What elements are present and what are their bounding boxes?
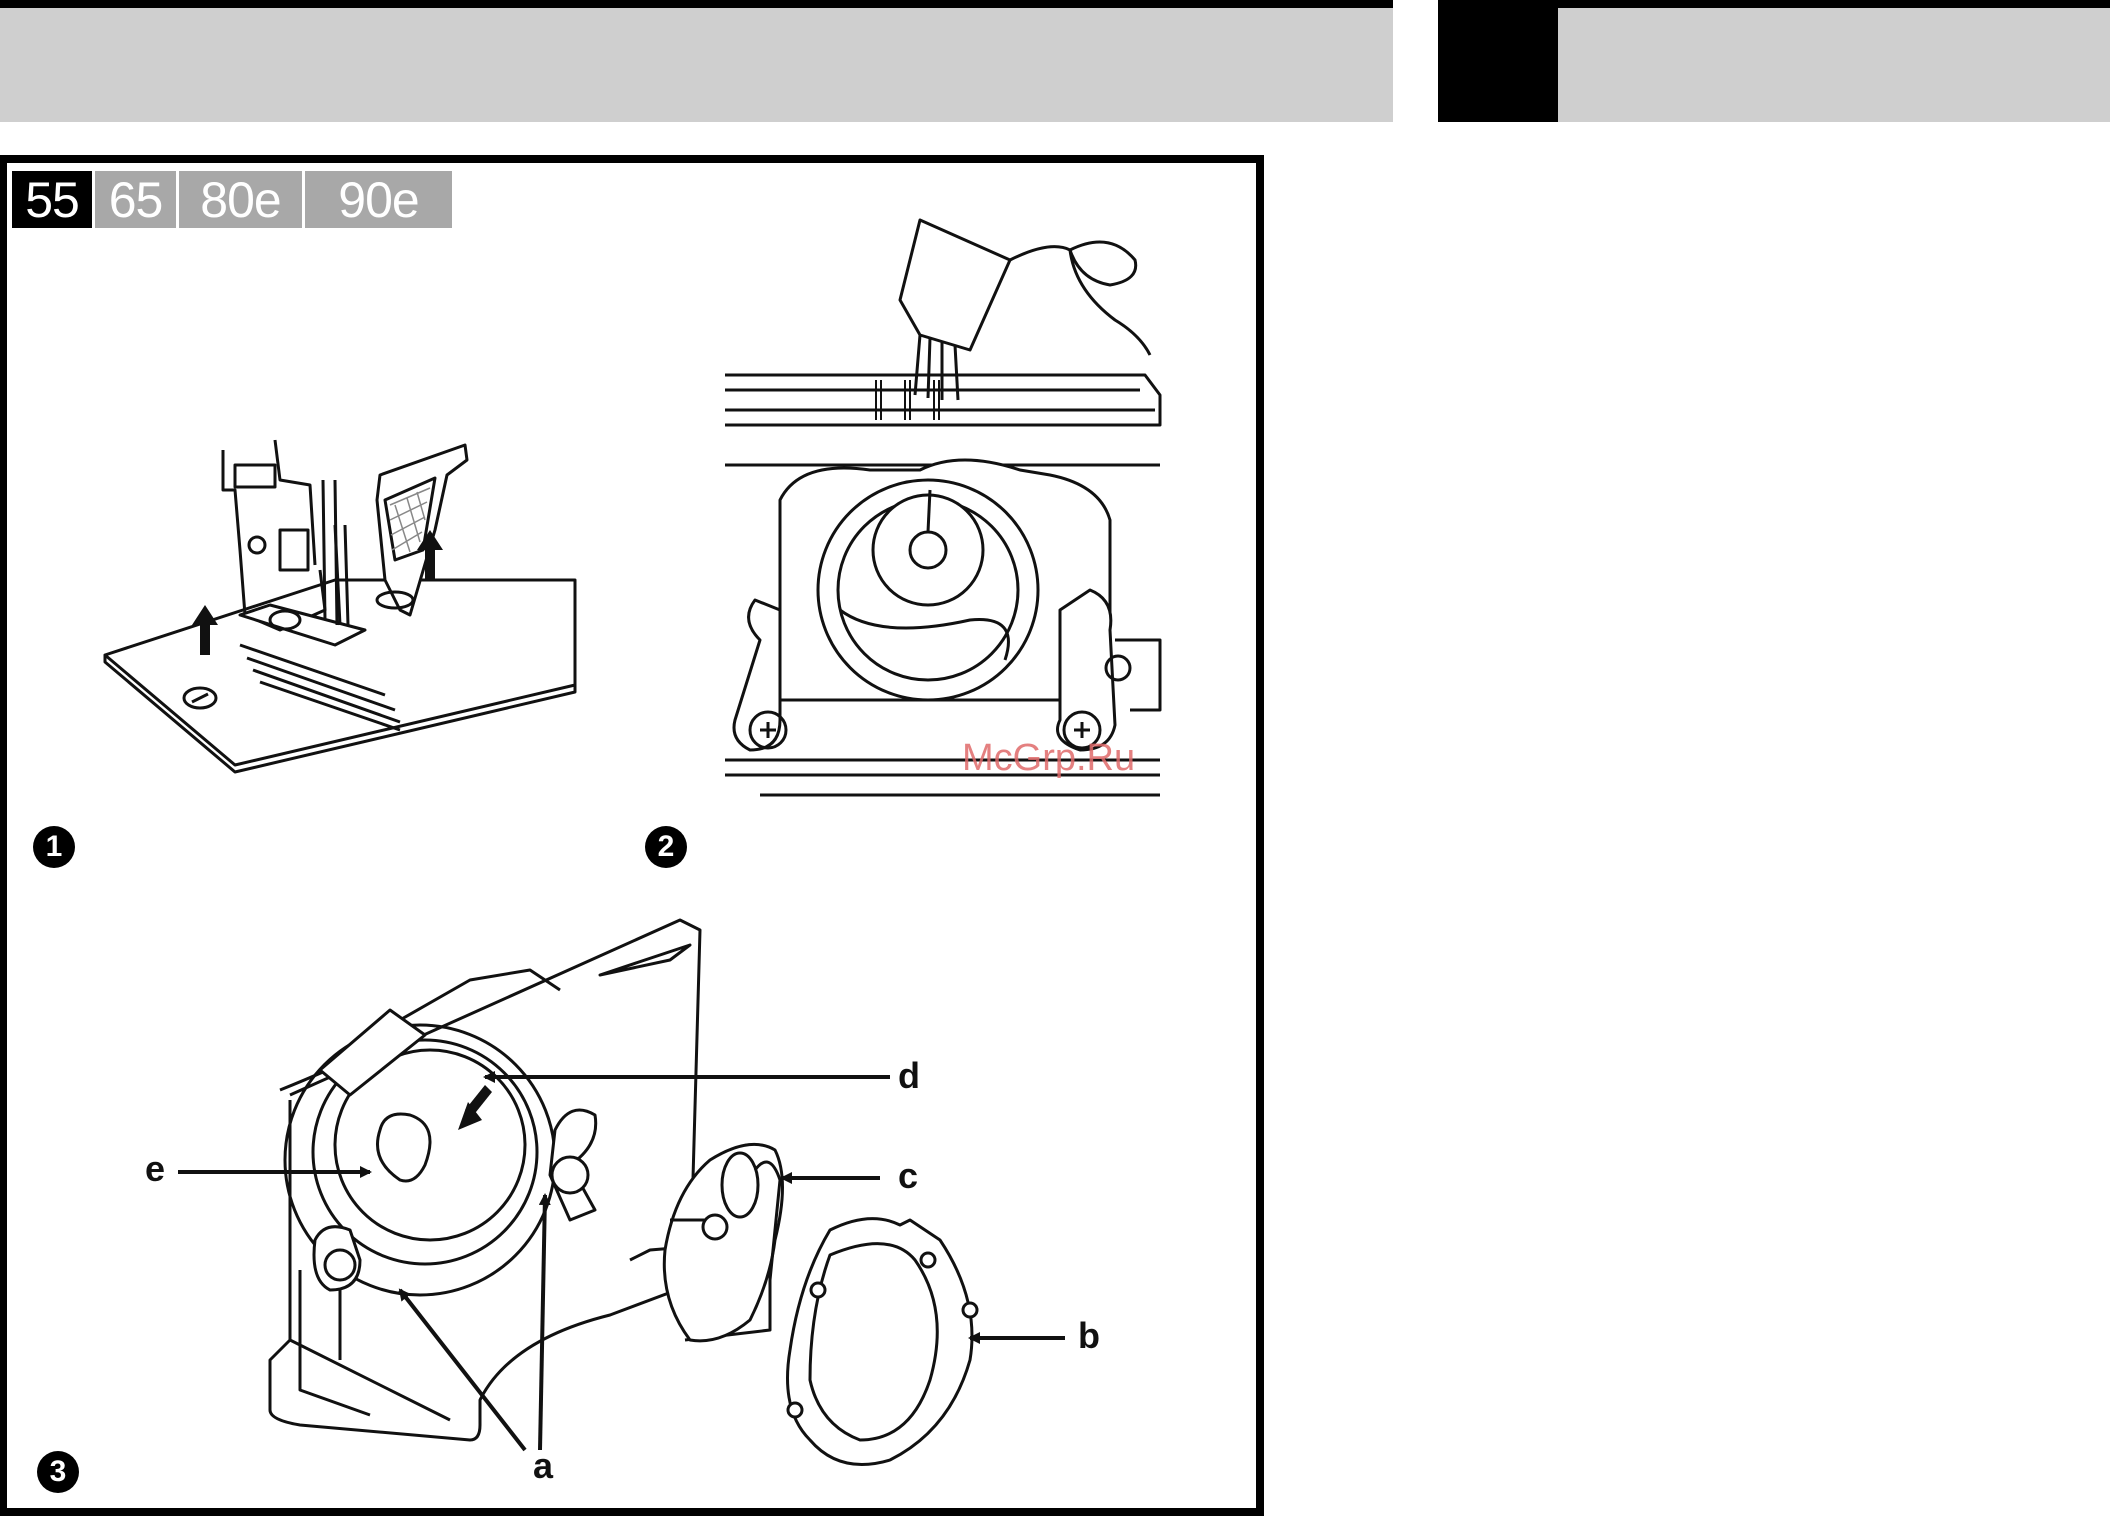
watermark-text: McGrp.Ru	[962, 737, 1135, 780]
step-number-2: 2	[645, 826, 687, 868]
callout-label-c: c	[898, 1155, 918, 1197]
callout-label-e: e	[145, 1148, 165, 1190]
callout-label-a: a	[533, 1445, 553, 1487]
step-number-1: 1	[33, 826, 75, 868]
step-number-3: 3	[37, 1451, 79, 1493]
callout-label-b: b	[1078, 1315, 1100, 1357]
callout-label-d: d	[898, 1055, 920, 1097]
